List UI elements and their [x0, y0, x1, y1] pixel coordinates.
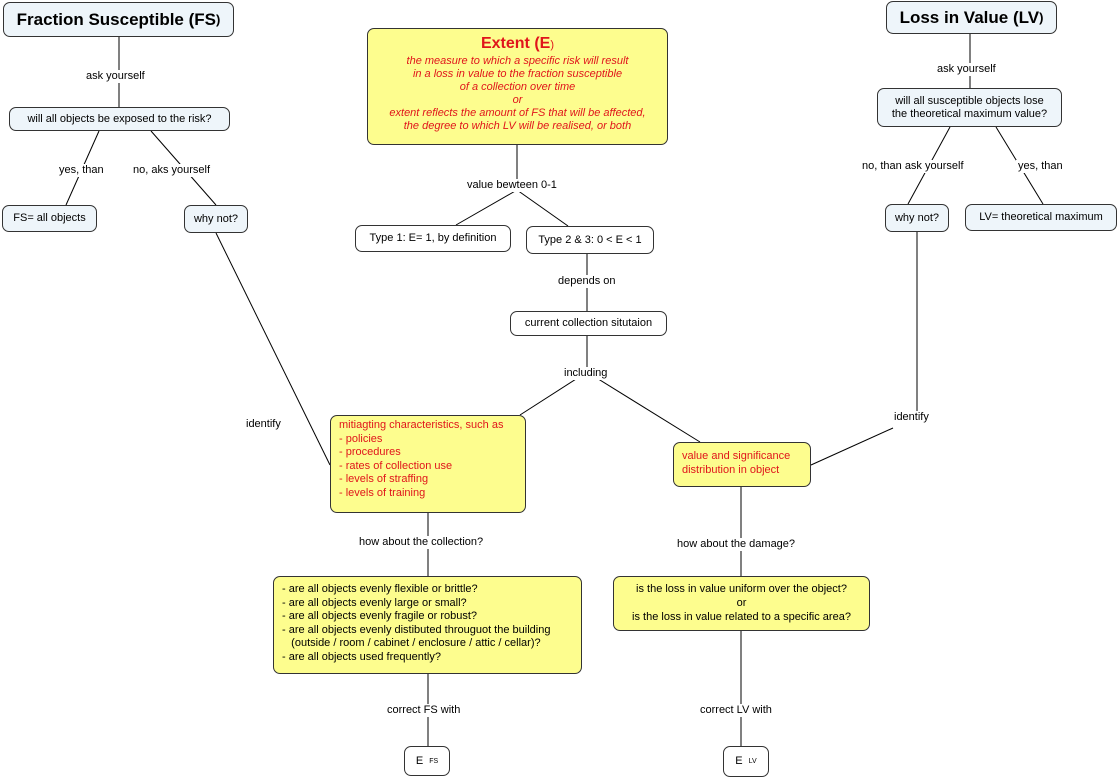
link-correct-fs: correct FS with	[385, 704, 463, 717]
collection-question-0: - are all objects evenly flexible or bri…	[282, 583, 478, 595]
mitigating-box[interactable]: mitiagting characteristics, such as - po…	[330, 415, 526, 513]
fs-link-no: no, aks yourself	[131, 164, 213, 177]
mitigating-item-2: - rates of collection use	[339, 459, 453, 472]
e-fs-sub: FS	[429, 757, 439, 765]
collection-question-2: - are all objects evenly fragile or robu…	[282, 610, 478, 623]
fs-title: Fraction Susceptible (FS	[16, 10, 216, 29]
extent-definition-2: of a collection over time	[459, 81, 576, 93]
extent-definition-0: the measure to which a specific risk wil…	[406, 55, 629, 67]
lv-link-identify: identify	[892, 411, 931, 424]
type1-label: Type 1: E= 1, by definition	[369, 232, 497, 244]
fs-link-ask-yourself: ask yourself	[84, 70, 147, 83]
type1-box[interactable]: Type 1: E= 1, by definition	[355, 225, 511, 252]
type23-label: Type 2 & 3: 0 < E < 1	[538, 233, 642, 246]
extent-box[interactable]: Extent (E) the measure to which a specif…	[367, 28, 668, 145]
link-how-about-collection: how about the collection?	[357, 536, 486, 549]
fs-why-not: why not?	[193, 212, 239, 225]
lv-theoretical-box[interactable]: LV= theoretical maximum	[965, 204, 1117, 231]
lv-link-no: no, than ask yourself	[860, 160, 966, 173]
lv-question-0: will all susceptible objects lose	[895, 95, 1044, 107]
lv-title: Loss in Value (LV	[899, 8, 1040, 27]
extent-link-depends: depends on	[556, 275, 618, 288]
e-fs-label: E	[415, 754, 424, 767]
extent-definition-3: or	[512, 94, 523, 106]
e-lv-box[interactable]: E LV	[723, 746, 769, 777]
lv-link-ask-yourself: ask yourself	[935, 63, 998, 76]
collection-question-5: - are all objects used frequently?	[282, 650, 441, 663]
value-distribution-box[interactable]: value and significance distribution in o…	[673, 442, 811, 487]
current-collection-label: current collection situtaion	[524, 317, 653, 329]
type23-box[interactable]: Type 2 & 3: 0 < E < 1	[526, 226, 654, 254]
lv-title-box[interactable]: Loss in Value (LV)	[886, 1, 1057, 34]
fs-question: will all objects be exposed to the risk?	[27, 112, 212, 125]
lv-question-box[interactable]: will all susceptible objects lose the th…	[877, 88, 1062, 127]
fs-title-close: )	[215, 12, 221, 27]
mitigating-item-0: - policies	[339, 432, 383, 445]
lv-question-1: the theoretical maximum value?	[891, 108, 1048, 120]
extent-definition-5: the degree to which LV will be realised,…	[403, 120, 632, 132]
current-collection-box[interactable]: current collection situtaion	[510, 311, 667, 336]
link-correct-lv: correct LV with	[698, 704, 774, 717]
collection-question-3: - are all objects evenly distibuted thro…	[282, 623, 551, 636]
fs-why-not-box[interactable]: why not?	[184, 205, 248, 233]
e-lv-sub: LV	[748, 758, 757, 765]
extent-definition-1: in a loss in value to the fraction susce…	[412, 68, 623, 80]
damage-question-1: or	[736, 597, 747, 609]
lv-link-yes: yes, than	[1016, 160, 1065, 173]
extent-link-including: including	[562, 367, 610, 380]
mitigating-item-1: - procedures	[339, 446, 401, 459]
fs-question-box[interactable]: will all objects be exposed to the risk?	[9, 107, 230, 131]
collection-question-4: (outside / room / cabinet / enclosure / …	[282, 637, 541, 650]
collection-question-1: - are all objects evenly large or small?	[282, 596, 467, 609]
fs-link-identify: identify	[244, 418, 283, 431]
fs-link-yes: yes, than	[57, 164, 106, 177]
fs-title-box[interactable]: Fraction Susceptible (FS)	[3, 2, 234, 37]
value-distribution-1: distribution in object	[682, 463, 780, 476]
value-distribution-0: value and significance	[682, 450, 791, 462]
damage-questions-box[interactable]: is the loss in value uniform over the ob…	[613, 576, 870, 631]
e-fs-box[interactable]: E FS	[404, 746, 450, 776]
lv-theoretical: LV= theoretical maximum	[979, 211, 1103, 223]
mitigating-item-4: - levels of training	[339, 486, 426, 499]
damage-question-2: is the loss in value related to a specif…	[632, 611, 851, 623]
link-how-about-damage: how about the damage?	[675, 538, 798, 551]
extent-definition-4: extent reflects the amount of FS that wi…	[389, 107, 646, 119]
collection-questions-box[interactable]: - are all objects evenly flexible or bri…	[273, 576, 582, 674]
damage-question-0: is the loss in value uniform over the ob…	[636, 583, 847, 595]
extent-title: Extent (E)	[480, 35, 554, 52]
mitigating-heading: mitiagting characteristics, such as	[339, 419, 504, 431]
fs-all-objects: FS= all objects	[13, 212, 86, 224]
mitigating-item-3: - levels of straffing	[339, 473, 429, 486]
e-lv-label: E	[735, 755, 743, 767]
lv-why-not-box[interactable]: why not?	[885, 204, 949, 232]
lv-title-close: )	[1039, 10, 1044, 25]
fs-all-objects-box[interactable]: FS= all objects	[2, 205, 97, 232]
extent-link-value: value bewteen 0-1	[465, 179, 559, 192]
lv-why-not: why not?	[894, 211, 940, 224]
